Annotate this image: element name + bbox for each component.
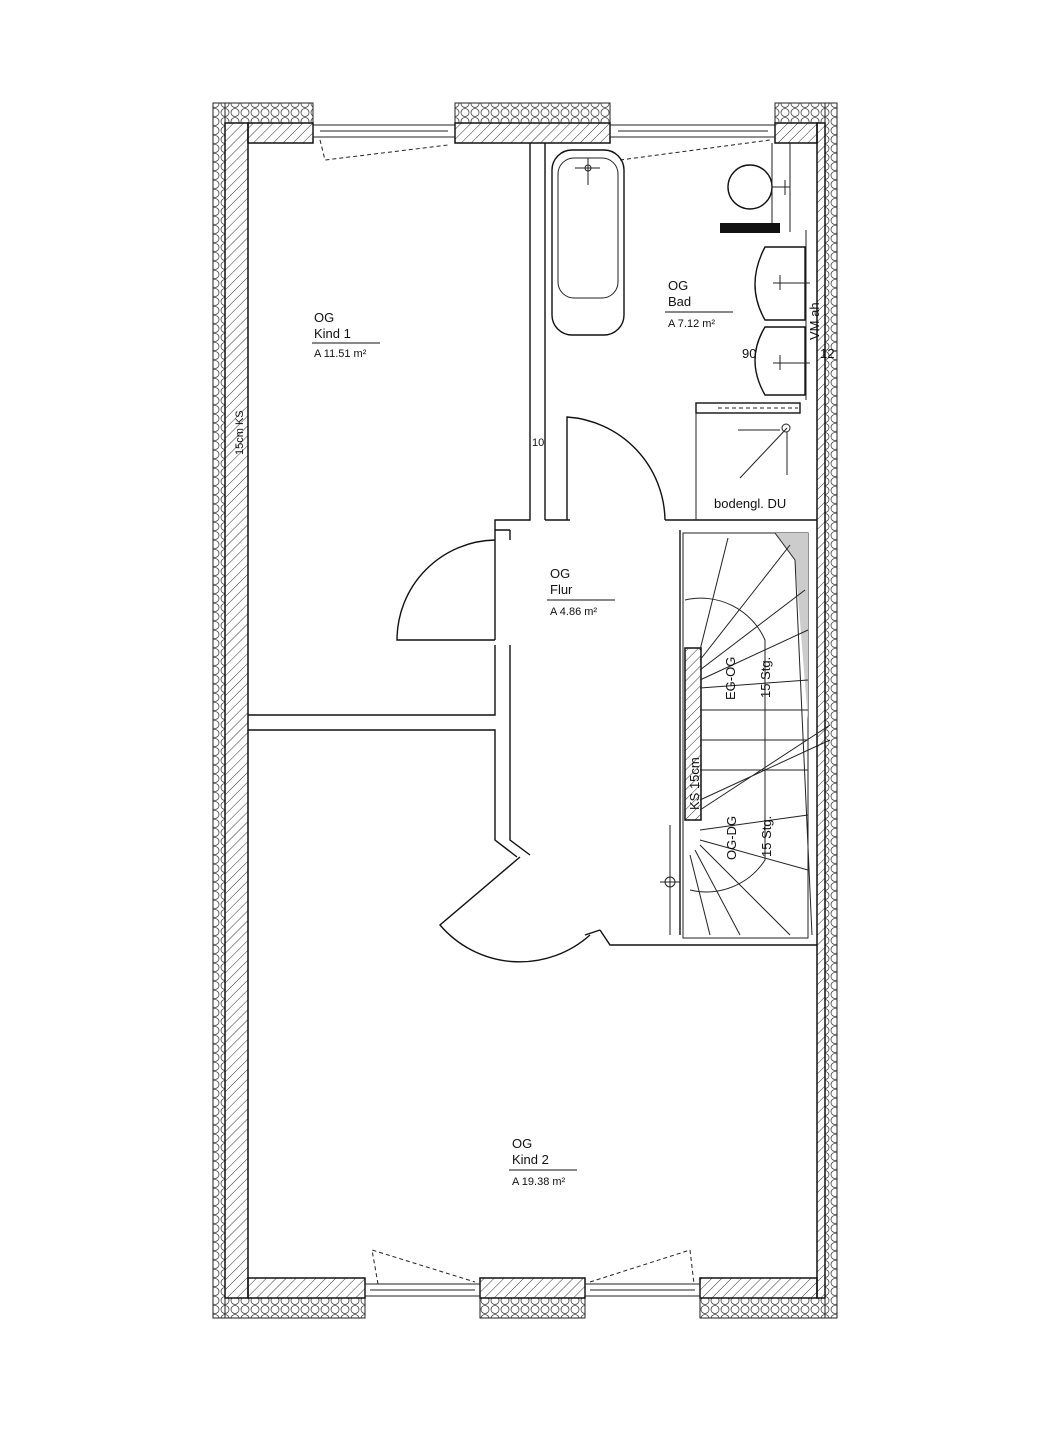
stair-up-steps: 15 Stg. <box>758 657 773 698</box>
room-name: Kind 2 <box>512 1152 549 1167</box>
dimension-90: 90 <box>742 346 756 361</box>
room-area: A 19.38 m² <box>512 1176 566 1188</box>
stair-up-label: EG-OG <box>723 657 738 700</box>
dimension-12: 12 <box>820 346 834 361</box>
exterior-insulation <box>212 102 838 1319</box>
staircase <box>660 532 831 939</box>
room-name: Kind 1 <box>314 326 351 341</box>
room-kind1: OG Kind 1 A 11.51 m² <box>312 310 380 360</box>
wall-label: 15cm KS <box>234 410 246 455</box>
annotations: 15cm KS 10 VM ah 90 12 bodengl. DU KS 15… <box>234 302 834 860</box>
room-area: A 11.51 m² <box>314 348 367 360</box>
room-name: Bad <box>668 294 691 309</box>
stair-down-label: OG-DG <box>724 816 739 860</box>
room-area: A 7.12 m² <box>668 318 715 330</box>
windows <box>312 124 776 1297</box>
room-kind2: OG Kind 2 A 19.38 m² <box>509 1136 577 1188</box>
room-bad: OG Bad A 7.12 m² <box>665 278 733 330</box>
shower-label: bodengl. DU <box>714 496 786 511</box>
wall-thickness-label: 10 <box>532 437 544 449</box>
stair-down-steps: 15 Stg. <box>759 816 774 857</box>
room-area: A 4.86 m² <box>550 606 597 618</box>
room-flur: OG Flur A 4.86 m² <box>547 566 615 618</box>
doors <box>396 416 666 963</box>
room-floor: OG <box>314 310 334 325</box>
room-floor: OG <box>550 566 570 581</box>
room-name: Flur <box>550 582 573 597</box>
bathroom-fixtures <box>551 143 810 520</box>
interior-walls <box>248 143 817 946</box>
room-floor: OG <box>512 1136 532 1151</box>
exterior-walls <box>224 122 826 1299</box>
room-floor: OG <box>668 278 688 293</box>
stair-wall-label: KS 15cm <box>687 757 702 810</box>
vm-ah-label: VM ah <box>807 302 822 340</box>
